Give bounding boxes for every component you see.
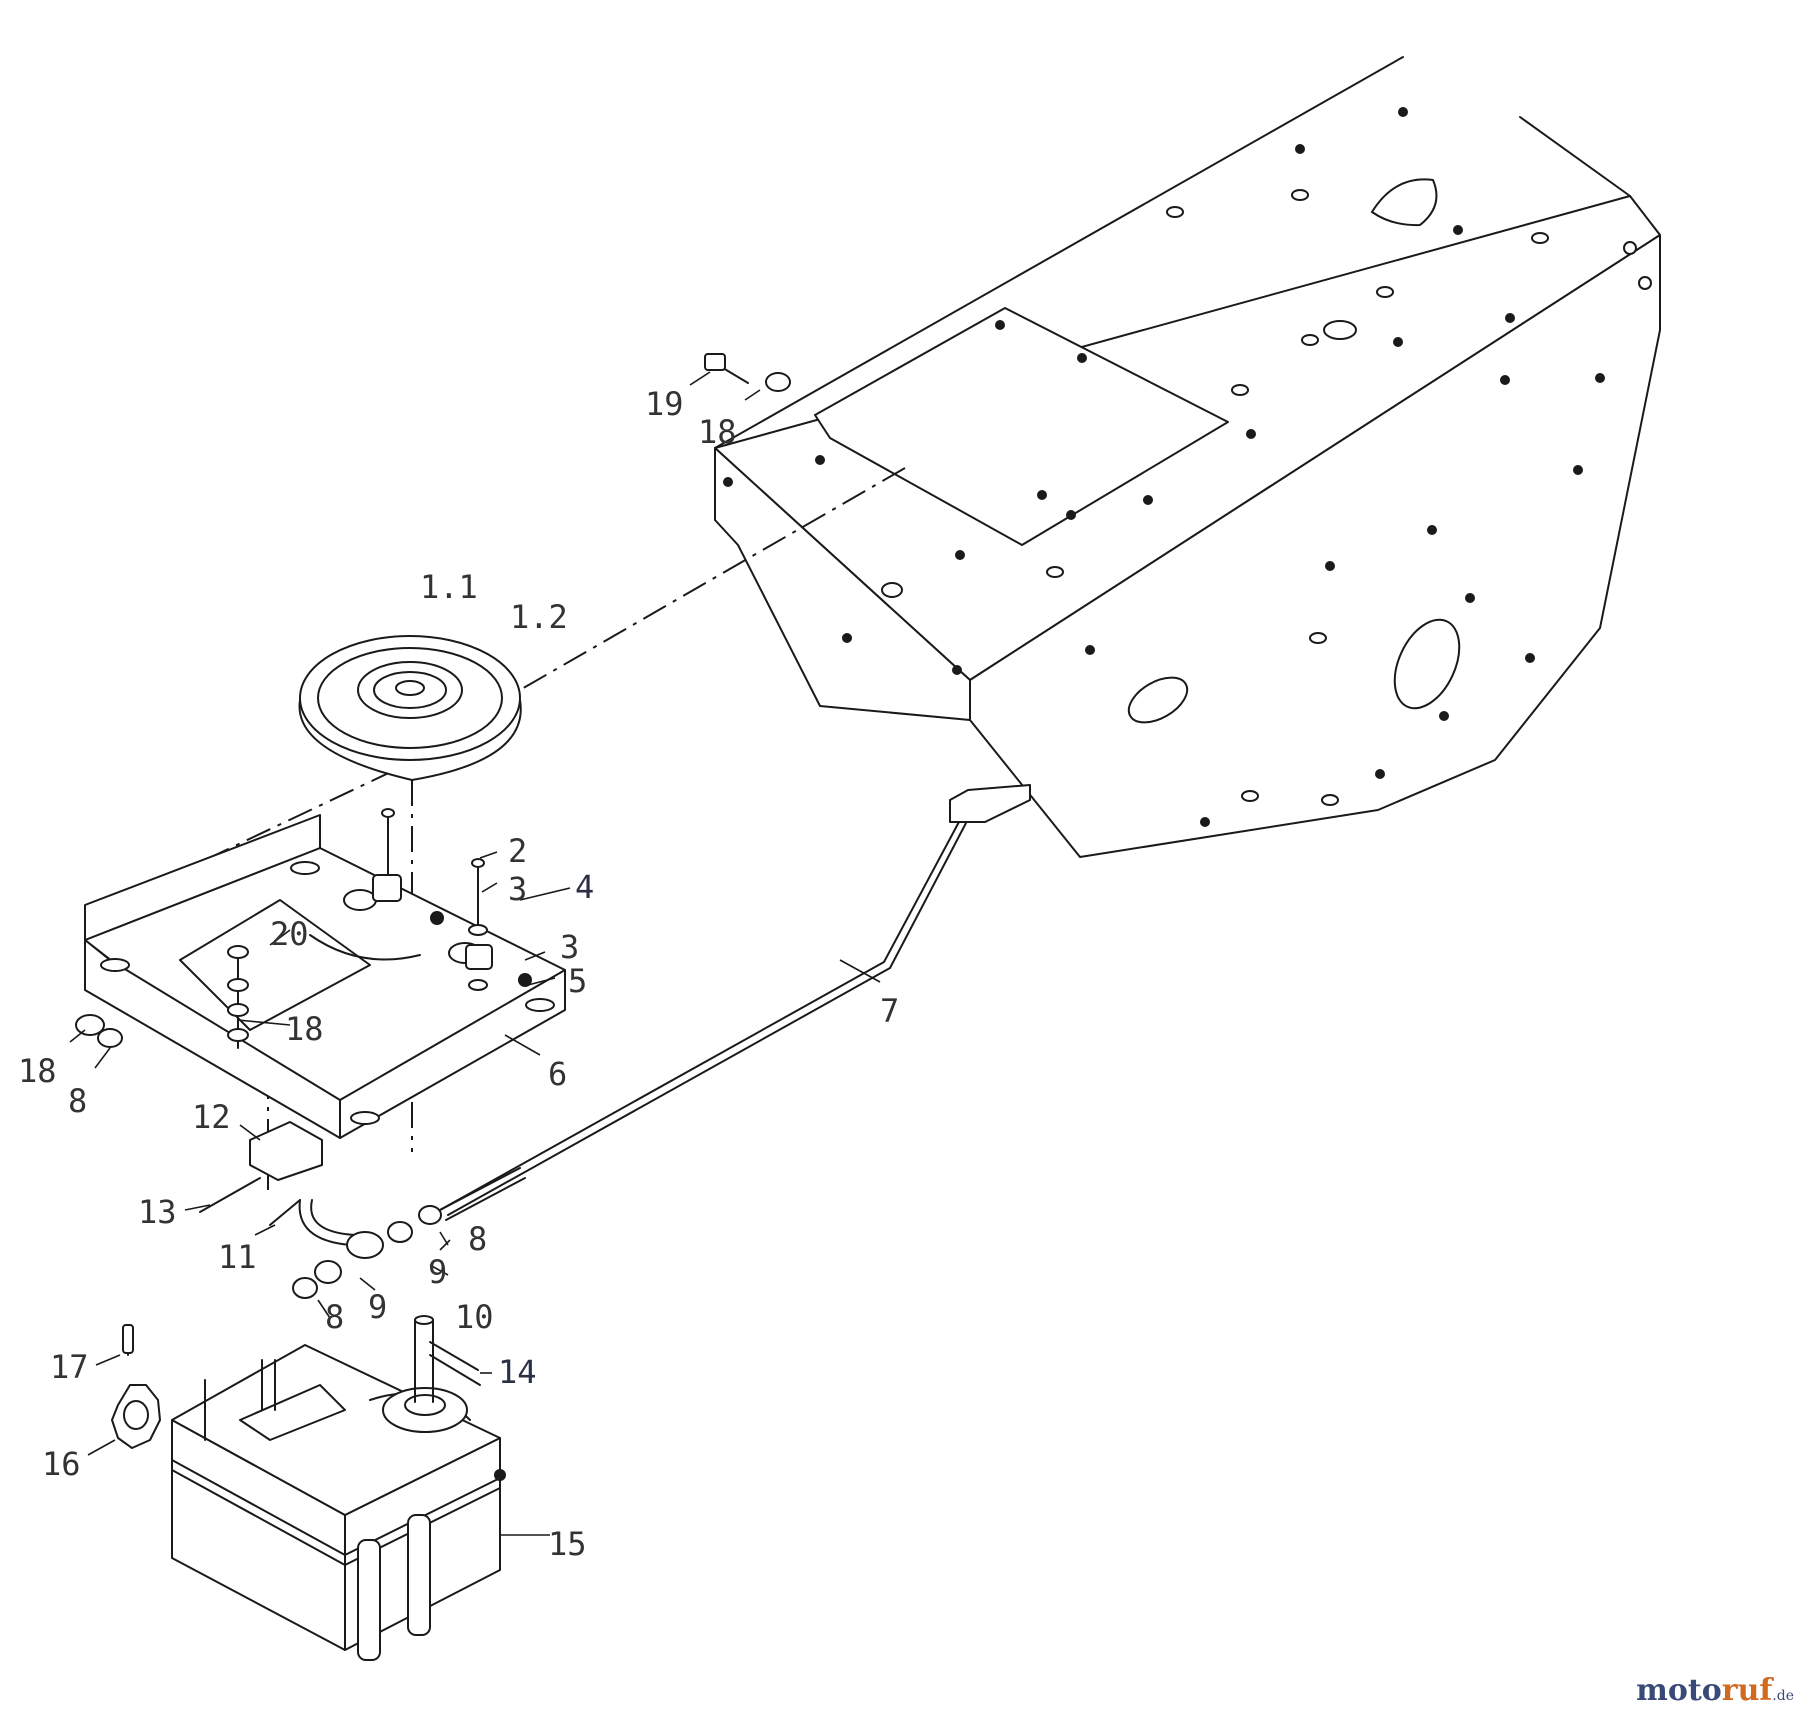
transmission	[171, 1315, 506, 1661]
callout-11: 11	[218, 1238, 257, 1276]
bracket-plate	[84, 814, 566, 1139]
callout-18-plate: 18	[285, 1010, 324, 1048]
callout-10: 10	[455, 1298, 494, 1336]
callout-18-frame: 18	[698, 413, 737, 451]
callout-3-lower: 3	[560, 928, 579, 966]
callout-1-2: 1.2	[510, 598, 568, 636]
callout-2: 2	[508, 832, 527, 870]
callout-9-upper: 9	[428, 1253, 447, 1291]
callout-8-lower: 8	[325, 1298, 344, 1336]
frame-bolt	[704, 353, 791, 392]
callout-16: 16	[42, 1445, 81, 1483]
callout-14: 14	[498, 1353, 537, 1391]
callout-5: 5	[568, 962, 587, 1000]
watermark-part-b: ruf	[1721, 1673, 1773, 1708]
callout-8-rod: 8	[468, 1220, 487, 1258]
callout-6: 6	[548, 1055, 567, 1093]
control-rod	[439, 784, 1031, 1221]
callout-18-left: 18	[18, 1052, 57, 1090]
linkage	[199, 1121, 442, 1299]
callout-19: 19	[645, 385, 684, 423]
callout-4: 4	[575, 868, 594, 906]
callout-15: 15	[548, 1525, 587, 1563]
callout-9-lower: 9	[368, 1288, 387, 1326]
chassis-frame	[714, 56, 1661, 858]
leader-lines	[69, 371, 881, 1536]
sprocket	[111, 1324, 479, 1449]
callout-8-left: 8	[68, 1082, 87, 1120]
plate-fasteners	[75, 808, 532, 1049]
callout-12: 12	[192, 1098, 231, 1136]
callout-17: 17	[50, 1348, 89, 1386]
watermark-part-a: moto	[1636, 1673, 1722, 1708]
callout-labels: 1.1 1.2 19 18 2 3 4 3 5 20 18 6 7 18 8 1…	[18, 385, 899, 1563]
callout-13: 13	[138, 1193, 177, 1231]
callout-3-upper: 3	[508, 870, 527, 908]
pulley	[298, 635, 522, 781]
callout-1-1: 1.1	[420, 568, 478, 606]
callout-7: 7	[880, 992, 899, 1030]
callout-20: 20	[270, 915, 309, 953]
site-watermark: motoruf.de	[1636, 1673, 1794, 1708]
watermark-part-c: .de	[1772, 1688, 1794, 1704]
